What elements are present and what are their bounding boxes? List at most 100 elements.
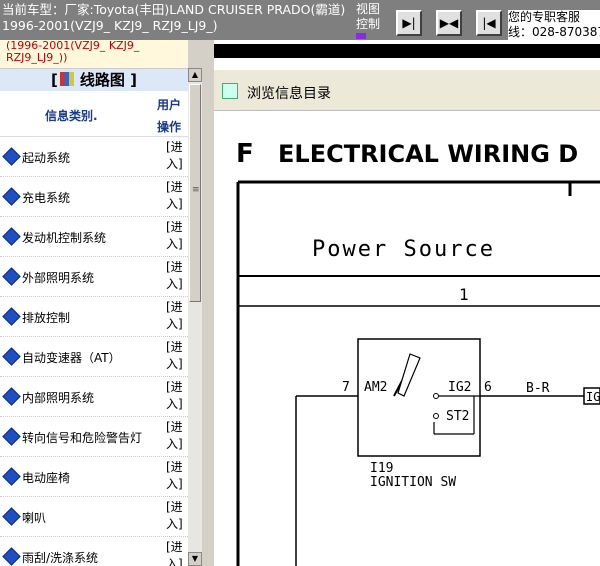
top-bar: 当前车型：厂家:Toyota(丰田)LAND CRUISER PRADO(霸道)… [0,0,600,40]
enter-link[interactable]: [进入] [166,459,186,493]
column-header: 信息类别. 用户 操作 [0,91,188,137]
category-label[interactable]: 充电系统 [22,191,71,205]
browse-bar[interactable]: 浏览信息目录 [214,70,600,111]
diamond-bullet-icon [2,467,21,486]
category-label[interactable]: 喇叭 [22,511,47,525]
service-label: 您的专职客服 [508,10,581,24]
enter-link-bottom[interactable]: 入] [166,157,183,171]
wiring-book-icon [59,72,74,86]
enter-link-bottom[interactable]: 入] [166,437,183,451]
enter-link-top[interactable]: [进 [166,460,183,474]
category-label[interactable]: 内部照明系统 [22,391,95,405]
category-label[interactable]: 电动座椅 [22,471,71,485]
diamond-bullet-icon [2,187,21,206]
pin-7: 7 [342,380,350,395]
scroll-thumb[interactable]: ≡ [189,84,201,302]
list-item[interactable]: 喇叭 [进入] [0,497,188,537]
list-item[interactable]: 发动机控制系统 [进入] [0,217,188,257]
connector-box [583,387,600,405]
list-item[interactable]: 电动座椅 [进入] [0,457,188,497]
enter-link-top[interactable]: [进 [166,380,183,394]
sidebar-car-line-1: (1996-2001(VZJ9_ KZJ9_ [6,40,140,52]
enter-link-top[interactable]: [进 [166,340,183,354]
category-label[interactable]: 自动变速器（AT） [22,351,121,365]
bracket-left: [ [51,71,58,89]
left-panel: (1996-2001(VZJ9_ KZJ9_ RZJ9_LJ9_)) [线路图 … [0,40,188,566]
toggle-left-panel-button[interactable]: ▶| [396,10,422,36]
enter-link-top[interactable]: [进 [166,420,183,434]
document-toolbar [214,44,600,58]
component-code: I19 [370,461,393,476]
diamond-bullet-icon [2,307,21,326]
enter-link[interactable]: [进入] [166,539,186,566]
left-scrollbar[interactable]: ▲ ≡ ▼ [188,68,202,566]
enter-link-bottom[interactable]: 入] [166,557,183,566]
browse-directory-link[interactable]: 浏览信息目录 [247,86,331,102]
car-info-line-2: 1996-2001(VZJ9_ KZJ9_ RZJ9_LJ9_) [2,18,218,33]
enter-link[interactable]: [进入] [166,339,186,373]
enter-link[interactable]: [进入] [166,139,186,173]
col-user-ops: 用户 操作 [157,94,185,138]
terminal-ig2: IG2 [448,380,471,395]
enter-link-top[interactable]: [进 [166,180,183,194]
list-item[interactable]: 充电系统 [进入] [0,177,188,217]
enter-link-bottom[interactable]: 入] [166,357,183,371]
column-number: 1 [459,285,469,304]
enter-link[interactable]: [进入] [166,379,186,413]
car-info-line-1: 当前车型：厂家:Toyota(丰田)LAND CRUISER PRADO(霸道) [2,2,346,17]
diamond-bullet-icon [2,387,21,406]
list-item[interactable]: 雨刮/洗涤系统 [进入] [0,537,188,566]
enter-link-top[interactable]: [进 [166,500,183,514]
service-phone: 线：028-870387 [508,25,600,39]
category-label[interactable]: 雨刮/洗涤系统 [22,551,99,565]
enter-link[interactable]: [进入] [166,259,186,293]
list-item[interactable]: 转向信号和危险警告灯 [进入] [0,417,188,457]
split-view-button[interactable]: ▶◀ [436,10,462,36]
diamond-bullet-icon [2,267,21,286]
category-list: 起动系统[进入]充电系统[进入]发动机控制系统[进入]外部照明系统[进入]排放控… [0,137,188,566]
category-label[interactable]: 发动机控制系统 [22,231,107,245]
enter-link-top[interactable]: [进 [166,220,183,234]
toggle-right-panel-button[interactable]: |◀ [476,10,502,36]
scroll-down-icon[interactable]: ▼ [188,552,202,566]
category-label[interactable]: 排放控制 [22,311,71,325]
category-label[interactable]: 转向信号和危险警告灯 [22,431,143,445]
list-item[interactable]: 起动系统 [进入] [0,137,188,177]
list-item[interactable]: 外部照明系统 [进入] [0,257,188,297]
enter-link-bottom[interactable]: 入] [166,197,183,211]
enter-link-top[interactable]: [进 [166,140,183,154]
category-label[interactable]: 外部照明系统 [22,271,95,285]
diamond-bullet-icon [2,547,21,566]
list-item[interactable]: 排放控制 [进入] [0,297,188,337]
list-item[interactable]: 自动变速器（AT） [进入] [0,337,188,377]
ignition-switch-box [357,338,481,457]
enter-link-bottom[interactable]: 入] [166,477,183,491]
enter-link-bottom[interactable]: 入] [166,517,183,531]
enter-link-bottom[interactable]: 入] [166,397,183,411]
list-item[interactable]: 内部照明系统 [进入] [0,377,188,417]
enter-link-top[interactable]: [进 [166,300,183,314]
diamond-bullet-icon [2,147,21,166]
enter-link-top[interactable]: [进 [166,260,183,274]
enter-link[interactable]: [进入] [166,499,186,533]
enter-link-bottom[interactable]: 入] [166,317,183,331]
enter-link-bottom[interactable]: 入] [166,237,183,251]
col-category: 信息类别. [45,109,98,123]
enter-link-top[interactable]: [进 [166,540,183,554]
enter-link-bottom[interactable]: 入] [166,277,183,291]
scroll-up-icon[interactable]: ▲ [188,68,202,82]
enter-link[interactable]: [进入] [166,219,186,253]
diagram-heading: ELECTRICAL WIRING D [278,140,578,168]
terminal-am2: AM2 [364,380,387,395]
enter-link[interactable]: [进入] [166,299,186,333]
diamond-bullet-icon [2,507,21,526]
enter-link[interactable]: [进入] [166,419,186,453]
view-marker-icon [356,33,366,39]
right-panel: 浏览信息目录 F ELECTRICAL WIRING D Power Sourc… [214,40,600,566]
enter-link[interactable]: [进入] [166,179,186,213]
wiring-diagram: F ELECTRICAL WIRING D Power Source 1 7 A… [236,139,600,566]
col-user: 用户 [157,98,182,112]
diagram-heading-letter: F [236,139,254,169]
ig2-contact [433,393,439,399]
category-label[interactable]: 起动系统 [22,151,71,165]
